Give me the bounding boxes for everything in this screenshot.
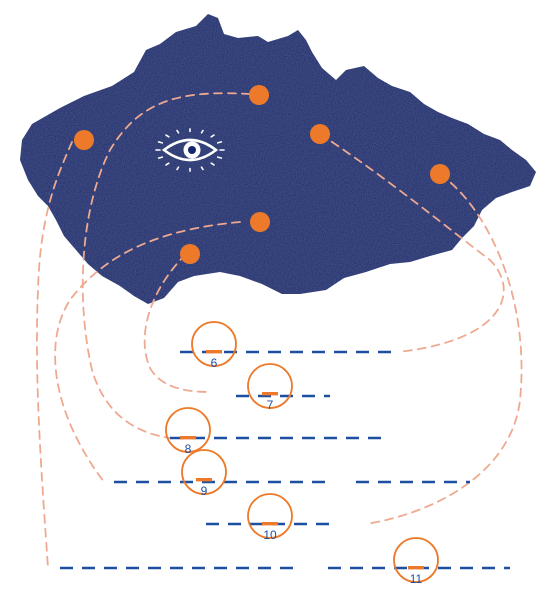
answer-lines bbox=[60, 350, 510, 570]
maze-path bbox=[36, 141, 73, 569]
answer-slot[interactable]: 8 bbox=[165, 407, 211, 456]
city-dot bbox=[74, 130, 94, 150]
answer-slot[interactable]: 6 bbox=[191, 321, 237, 370]
czech-map-shape bbox=[20, 14, 536, 304]
city-dot bbox=[310, 124, 330, 144]
answer-slot[interactable]: 11 bbox=[393, 537, 439, 586]
slot-number: 6 bbox=[211, 356, 218, 370]
answer-slot[interactable]: 9 bbox=[181, 449, 227, 498]
maze-paths bbox=[36, 92, 523, 569]
answer-ring[interactable] bbox=[191, 321, 237, 367]
slot-number: 11 bbox=[410, 572, 423, 586]
answer-mark bbox=[180, 436, 196, 440]
city-dot bbox=[180, 244, 200, 264]
answer-mark bbox=[408, 566, 424, 570]
answer-ring[interactable] bbox=[181, 449, 227, 495]
slot-number: 9 bbox=[201, 484, 208, 498]
maze-path bbox=[319, 133, 505, 353]
answer-mark bbox=[262, 522, 278, 526]
answer-mark bbox=[262, 392, 278, 396]
city-dots bbox=[74, 85, 450, 264]
answer-ring[interactable] bbox=[165, 407, 211, 453]
answer-ring[interactable] bbox=[247, 363, 293, 409]
slot-number: 7 bbox=[267, 398, 274, 412]
maze-path bbox=[54, 221, 241, 483]
slot-number: 8 bbox=[185, 442, 192, 456]
maze-path bbox=[365, 173, 523, 525]
answer-ring[interactable] bbox=[247, 493, 293, 539]
answer-slot[interactable]: 10 bbox=[247, 493, 293, 542]
city-dot bbox=[430, 164, 450, 184]
city-dot bbox=[249, 85, 269, 105]
answer-rings: 6 7 8 9 10 11 bbox=[165, 321, 439, 586]
maze-path bbox=[81, 92, 251, 439]
answer-slot[interactable]: 7 bbox=[247, 363, 293, 412]
city-dot bbox=[250, 212, 270, 232]
answer-mark bbox=[196, 478, 212, 482]
slot-number: 10 bbox=[263, 528, 277, 542]
answer-ring[interactable] bbox=[393, 537, 439, 583]
answer-mark bbox=[206, 350, 222, 354]
eye-icon bbox=[155, 128, 225, 172]
